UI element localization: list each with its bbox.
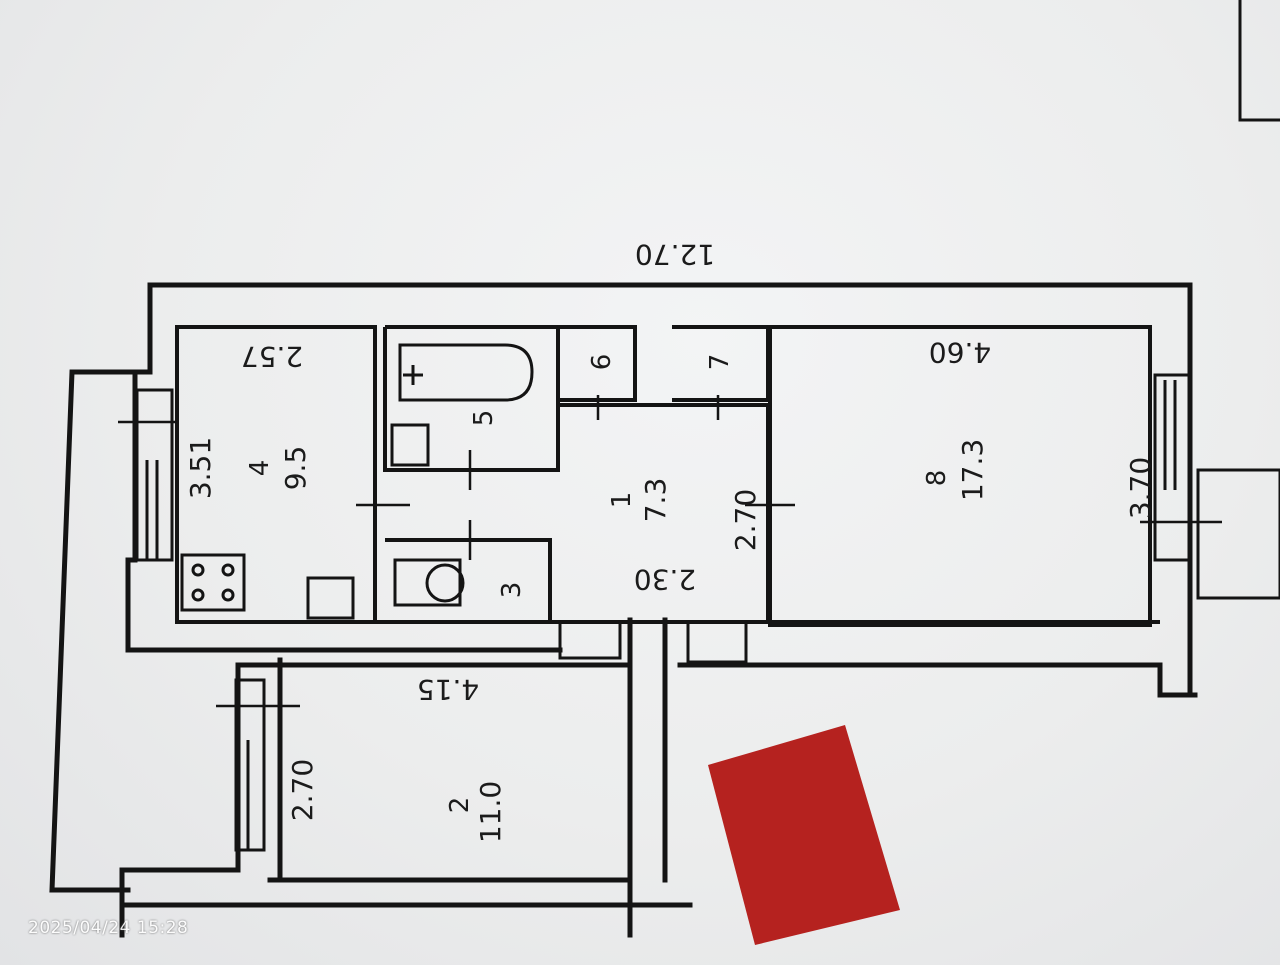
hall-depth-label: 2.70 xyxy=(729,489,762,551)
closet6-wall xyxy=(558,325,637,402)
photo-timestamp: 2025/04/24 15:28 xyxy=(28,918,189,938)
stove-burner-icon-3 xyxy=(191,588,205,602)
room2-width-label: 4.15 xyxy=(417,673,479,706)
bathtub-icon xyxy=(398,343,534,402)
room2-depth-label: 2.70 xyxy=(286,759,319,821)
room8-depth-label: 3.70 xyxy=(1124,457,1157,519)
room4-number: 4 xyxy=(245,460,275,477)
room1-number: 1 xyxy=(607,492,637,509)
stove-icon xyxy=(180,553,246,612)
room6-number: 6 xyxy=(587,354,617,371)
toilet-wall xyxy=(385,538,552,620)
hall-width-label: 2.30 xyxy=(634,563,696,596)
room2-number: 2 xyxy=(445,797,475,814)
room1-area: 7.3 xyxy=(639,478,672,523)
washbasin-icon xyxy=(390,423,430,467)
room8-number: 8 xyxy=(922,470,952,487)
stove-burner-icon xyxy=(191,563,205,577)
toilet-seat-icon xyxy=(393,558,462,607)
sink-icon xyxy=(306,576,355,620)
frame-corner xyxy=(1238,0,1280,122)
room2-area: 11.0 xyxy=(474,781,507,843)
room8-width-label: 4.60 xyxy=(929,336,991,369)
kitchen-depth-label: 3.51 xyxy=(184,437,217,499)
room8-wall xyxy=(768,325,1152,627)
kitchen-width-label: 2.57 xyxy=(241,340,303,373)
stove-burner-icon-2 xyxy=(221,563,235,577)
toilet-bowl-icon xyxy=(425,563,465,603)
stove-burner-icon-4 xyxy=(221,588,235,602)
room8-area: 17.3 xyxy=(956,439,989,501)
room2-window xyxy=(234,678,266,852)
bathroom-wall xyxy=(383,325,560,472)
hall-door-frame-right xyxy=(686,620,748,664)
room5-number: 5 xyxy=(469,410,499,427)
room8-balcony xyxy=(1196,468,1280,600)
room4-area: 9.5 xyxy=(279,446,312,491)
room8-window xyxy=(1153,373,1192,562)
balcony-outline xyxy=(49,369,153,893)
outer-wall-mid-right xyxy=(677,662,1198,698)
room7-number: 7 xyxy=(705,354,735,371)
overall-length-label: 12.70 xyxy=(635,238,715,271)
hall-door-frame-left xyxy=(558,620,622,660)
room3-number: 3 xyxy=(497,582,527,599)
kitchen-window xyxy=(135,388,174,562)
